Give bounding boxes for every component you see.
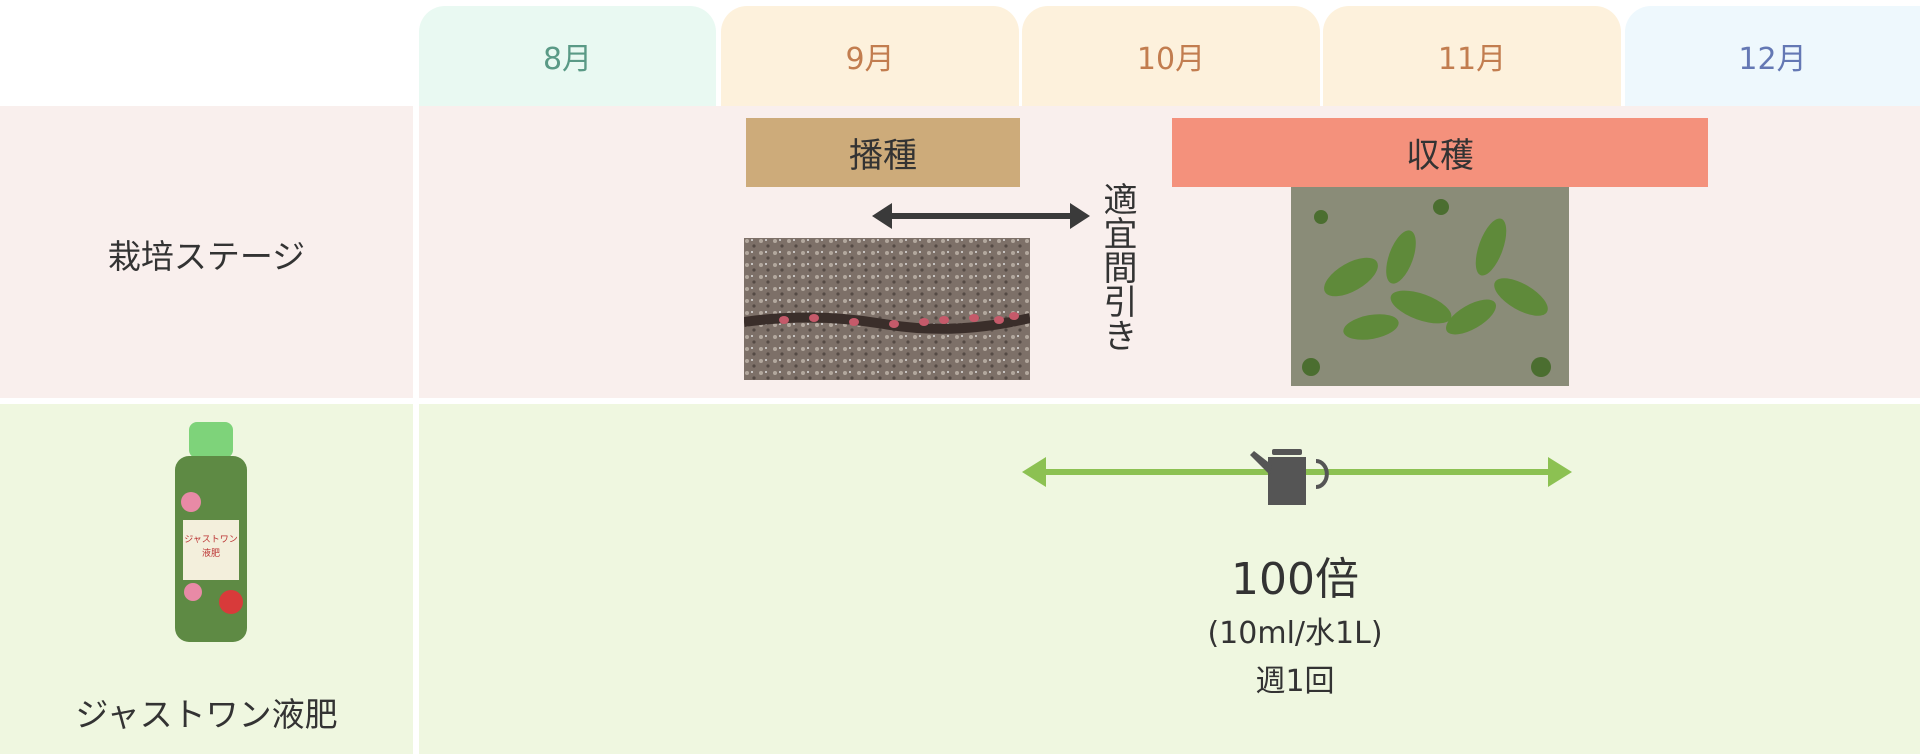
watering-can-icon (1250, 449, 1329, 505)
fertilizer-row-label: ジャストワン液肥 (75, 695, 338, 734)
svg-text:液肥: 液肥 (202, 547, 220, 559)
harvest-bar: 収穫 (1172, 118, 1708, 187)
month-header-10: 10月 (1022, 6, 1320, 106)
month-header-12: 12月 (1625, 6, 1920, 106)
sowing-bar: 播種 (746, 118, 1020, 187)
month-header-9: 9月 (721, 6, 1019, 106)
fertilizer-row-timeline (419, 404, 1920, 754)
stage-row-label: 栽培ステージ (107, 237, 306, 276)
stage-row (0, 106, 413, 398)
month-header-8: 8月 (419, 6, 716, 106)
svg-text:ジャストワン: ジャストワン (184, 535, 238, 545)
thinning-double-arrow (872, 203, 1090, 229)
frequency-text: 週1回 (1255, 664, 1335, 699)
spinach-photo (1291, 187, 1569, 386)
bottle-image: ジャストワン 液肥 (175, 422, 247, 642)
amount-text: (10ml/水1L) (1207, 616, 1383, 651)
thinning-label: 適宜間引き (1097, 182, 1137, 352)
month-header-11: 11月 (1323, 6, 1621, 106)
seeds-photo (744, 238, 1030, 380)
dilution-text: 100倍 (1231, 554, 1359, 605)
